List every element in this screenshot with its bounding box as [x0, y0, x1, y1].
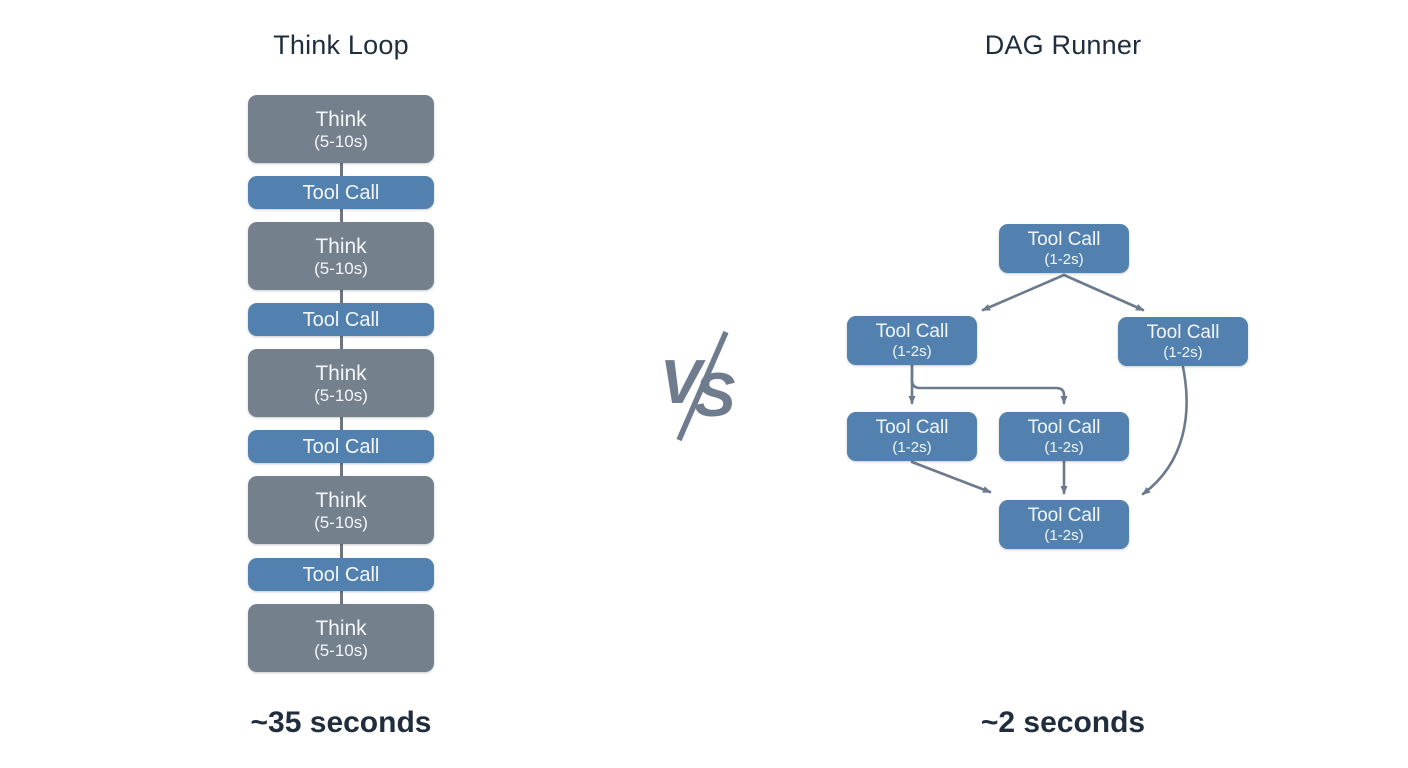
- node-label: Tool Call: [875, 417, 949, 438]
- think-node-3: Think (5-10s): [248, 349, 434, 417]
- dag-node-branch-right: Tool Call (1-2s): [1118, 317, 1248, 366]
- node-label: Think: [315, 361, 367, 385]
- node-label: Tool Call: [302, 435, 380, 458]
- tool-call-node-4: Tool Call: [248, 558, 434, 591]
- tool-call-node-1: Tool Call: [248, 176, 434, 209]
- node-label: Think: [315, 616, 367, 640]
- node-sublabel: (1-2s): [1163, 344, 1203, 361]
- node-sublabel: (1-2s): [1044, 439, 1084, 456]
- node-sublabel: (1-2s): [892, 343, 932, 360]
- node-sublabel: (5-10s): [314, 258, 368, 278]
- node-label: Tool Call: [302, 308, 380, 331]
- node-label: Tool Call: [1027, 505, 1101, 526]
- node-sublabel: (1-2s): [892, 439, 932, 456]
- dag-runner-total-time: ~2 seconds: [980, 706, 1146, 739]
- node-sublabel: (1-2s): [1044, 527, 1084, 544]
- think-loop-title: Think Loop: [273, 30, 409, 60]
- node-label: Tool Call: [1146, 322, 1220, 343]
- node-sublabel: (5-10s): [314, 640, 368, 660]
- dag-node-mid-left: Tool Call (1-2s): [847, 412, 977, 461]
- think-loop-total-time: ~35 seconds: [250, 706, 432, 739]
- think-node-5: Think (5-10s): [248, 604, 434, 672]
- dag-node-root: Tool Call (1-2s): [999, 224, 1129, 273]
- dag-node-branch-left: Tool Call (1-2s): [847, 316, 977, 365]
- edge-root-branch-left: [981, 273, 1066, 312]
- versus-letter-s: S: [694, 361, 735, 430]
- node-label: Tool Call: [302, 181, 380, 204]
- dag-node-join: Tool Call (1-2s): [999, 500, 1129, 549]
- think-node-2: Think (5-10s): [248, 222, 434, 290]
- node-label: Think: [315, 107, 367, 131]
- edge-root-branch-right: [1062, 273, 1145, 312]
- node-sublabel: (5-10s): [314, 131, 368, 151]
- node-label: Tool Call: [875, 321, 949, 342]
- versus-letter-v: V: [660, 348, 706, 417]
- node-label: Tool Call: [1027, 417, 1101, 438]
- node-sublabel: (1-2s): [1044, 251, 1084, 268]
- node-label: Think: [315, 234, 367, 258]
- dag-edges: [908, 273, 1188, 496]
- think-node-1: Think (5-10s): [248, 95, 434, 163]
- node-sublabel: (5-10s): [314, 385, 368, 405]
- node-label: Tool Call: [302, 563, 380, 586]
- node-sublabel: (5-10s): [314, 512, 368, 532]
- edge-mid-left-join: [910, 460, 992, 494]
- tool-call-node-2: Tool Call: [248, 303, 434, 336]
- tool-call-node-3: Tool Call: [248, 430, 434, 463]
- versus-graphic: V S: [660, 330, 735, 442]
- edge-branch-left-mid-center: [910, 363, 1068, 405]
- versus-slash: [676, 330, 729, 442]
- dag-runner-title: DAG Runner: [984, 30, 1142, 60]
- node-label: Think: [315, 488, 367, 512]
- node-label: Tool Call: [1027, 229, 1101, 250]
- edge-branch-right-join: [1141, 365, 1188, 496]
- think-node-4: Think (5-10s): [248, 476, 434, 544]
- dag-node-mid-center: Tool Call (1-2s): [999, 412, 1129, 461]
